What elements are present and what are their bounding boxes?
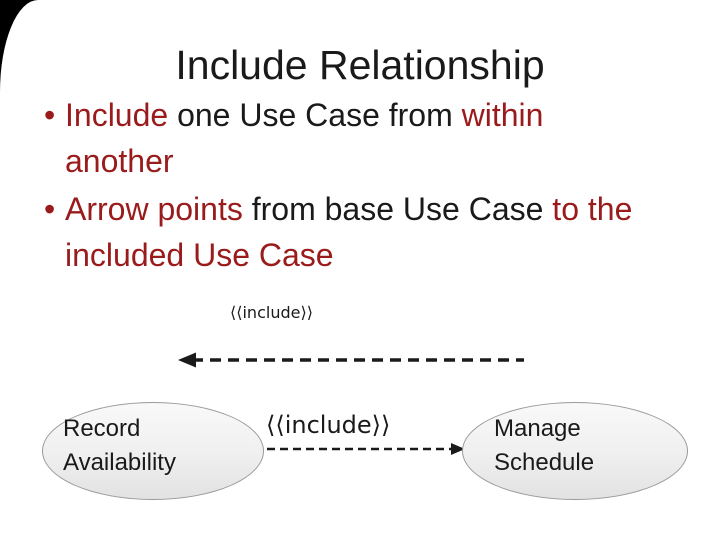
use-case-label-line: Availability (63, 449, 176, 476)
bullet-item: • Include one Use Case from within anothe… (36, 92, 680, 184)
use-case-label-line: Schedule (494, 449, 595, 476)
include-stereotype-label-top: ⟨⟨include⟩⟩ (230, 303, 313, 322)
bullet-segment: one Use Case from (177, 97, 462, 133)
bullet-marker: • (44, 97, 56, 133)
slide-title: Include Relationship (175, 42, 545, 88)
dashed-arrow-left (178, 352, 524, 368)
bullet-segment: Include (65, 97, 178, 133)
bullet-segment: from base Use Case (251, 191, 553, 227)
arrowhead-right-icon (451, 443, 465, 455)
bullet-segment: within (461, 97, 544, 133)
bullet-list: • Include one Use Case from within anothe… (36, 92, 680, 278)
bullet-item: • Arrow points from base Use Case to the… (36, 186, 680, 278)
include-stereotype-label-diagram: ⟨⟨include⟩⟩ (266, 411, 391, 439)
bullet-segment: Arrow points (65, 191, 252, 227)
bullet-segment: another (65, 143, 174, 179)
use-case-label: Manage Schedule (494, 412, 594, 480)
bullet-marker: • (44, 191, 56, 227)
use-case-manage-schedule: Manage Schedule (462, 402, 688, 500)
use-case-label-line: Record (63, 415, 141, 442)
bullet-segment: included Use Case (65, 237, 334, 273)
use-case-record-availability: Record Availability (42, 402, 264, 500)
bullet-segment: to the (552, 191, 633, 227)
use-case-label-line: Manage (494, 415, 581, 442)
bullet-text: Include one Use Case from within another (65, 97, 543, 179)
use-case-label: Record Availability (63, 412, 176, 480)
arrowhead-left-icon (178, 352, 196, 368)
dashed-arrow-include (267, 443, 465, 455)
bullet-text: Arrow points from base Use Case to the in… (65, 191, 632, 273)
